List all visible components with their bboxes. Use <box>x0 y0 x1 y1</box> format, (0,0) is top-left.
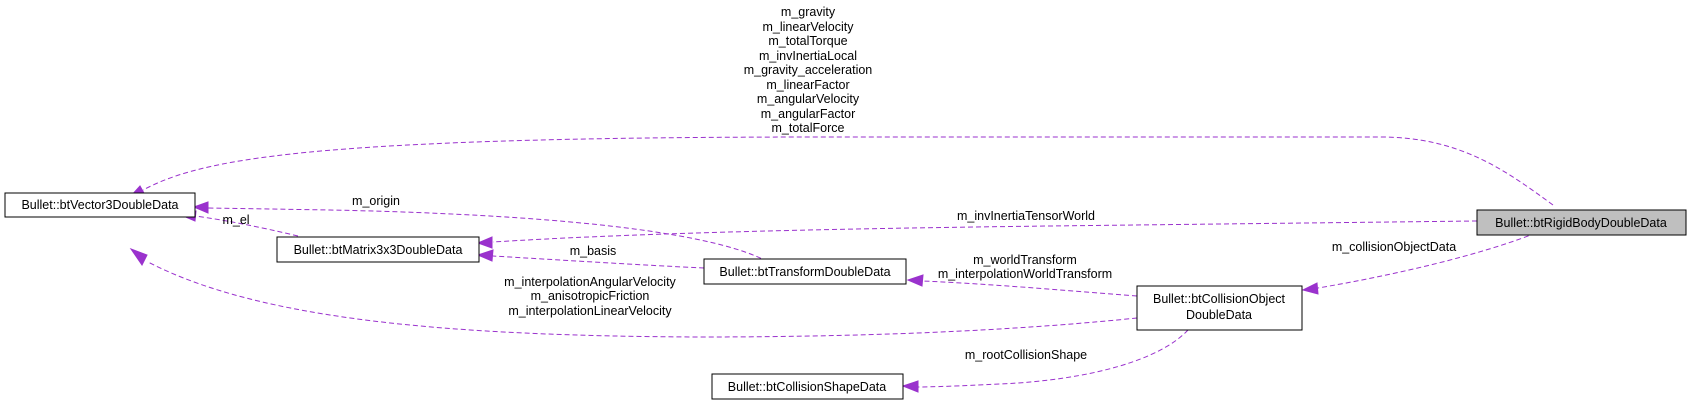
node-label: Bullet::btTransformDoubleData <box>719 265 890 279</box>
edge-label: m_interpolationWorldTransform <box>938 267 1112 281</box>
node-label: Bullet::btVector3DoubleData <box>21 198 178 212</box>
edge-transform-to-vector3: m_origin <box>192 194 769 263</box>
edge-label: m_angularFactor <box>761 107 856 121</box>
edge-label: m_interpolationLinearVelocity <box>508 304 672 318</box>
node-bt-matrix3x3-double-data[interactable]: Bullet::btMatrix3x3DoubleData <box>276 236 480 263</box>
edge-matrix-to-vector3: m_el <box>179 210 299 237</box>
edge-label: m_anisotropicFriction <box>531 289 650 303</box>
edge-label: m_angularVelocity <box>757 92 860 106</box>
edge-label: m_invInertiaLocal <box>759 49 857 63</box>
edge-label: m_totalTorque <box>768 34 847 48</box>
edge-rigid-to-matrix: m_invInertiaTensorWorld <box>476 209 1478 249</box>
edge-transform-to-matrix: m_basis <box>476 244 705 269</box>
node-label: DoubleData <box>1186 308 1252 322</box>
node-label: Bullet::btMatrix3x3DoubleData <box>294 243 463 257</box>
edge-label: m_worldTransform <box>973 253 1077 267</box>
edge-rigid-to-collision-object: m_collisionObjectData <box>1301 232 1537 295</box>
node-bt-collision-shape-data[interactable]: Bullet::btCollisionShapeData <box>711 373 904 400</box>
node-label: Bullet::btRigidBodyDoubleData <box>1495 216 1667 230</box>
edge-rigid-to-vector3: m_gravity m_linearVelocity m_totalTorque… <box>128 5 1554 206</box>
edge-label: m_basis <box>570 244 617 258</box>
node-bt-rigid-body-double-data[interactable]: Bullet::btRigidBodyDoubleData <box>1476 209 1687 236</box>
edge-label: m_linearFactor <box>766 78 849 92</box>
node-label: Bullet::btCollisionObject <box>1153 292 1286 306</box>
node-bt-collision-object-double-data[interactable]: Bullet::btCollisionObject DoubleData <box>1136 285 1303 331</box>
node-bt-transform-double-data[interactable]: Bullet::btTransformDoubleData <box>703 258 907 285</box>
node-label: Bullet::btCollisionShapeData <box>728 380 886 394</box>
edge-label: m_invInertiaTensorWorld <box>957 209 1095 223</box>
edge-label: m_origin <box>352 194 400 208</box>
edge-label: m_gravity_acceleration <box>744 63 873 77</box>
node-bt-vector3-double-data[interactable]: Bullet::btVector3DoubleData <box>4 192 196 218</box>
edge-collision-object-to-vector3: m_interpolationAngularVelocity m_anisotr… <box>129 247 1138 338</box>
edge-label: m_gravity <box>781 5 836 19</box>
edge-label: m_linearVelocity <box>762 20 854 34</box>
edge-collision-object-to-shape: m_rootCollisionShape <box>901 329 1189 393</box>
edge-label: m_el <box>222 213 249 227</box>
edge-label: m_rootCollisionShape <box>965 348 1087 362</box>
edge-label: m_interpolationAngularVelocity <box>504 275 676 289</box>
edge-label: m_totalForce <box>772 121 845 135</box>
edge-label: m_collisionObjectData <box>1332 240 1456 254</box>
edge-collision-object-to-transform: m_worldTransform m_interpolationWorldTra… <box>906 253 1138 297</box>
